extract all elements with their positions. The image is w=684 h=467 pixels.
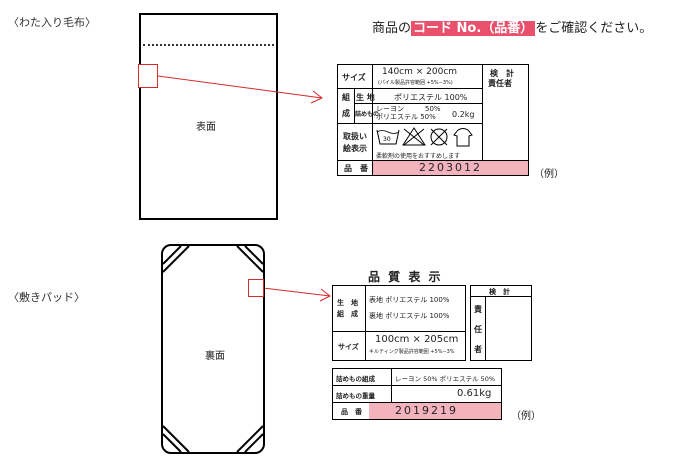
- pad-size-label: サイズ: [338, 343, 359, 351]
- instruction-highlight: コード No.（品番）: [411, 21, 536, 36]
- pad-inspection-box: 検 計 責 任 者: [470, 285, 532, 361]
- top-example-label: （例）: [534, 169, 564, 180]
- quality-tag-title: 品 質 表 示: [368, 270, 443, 284]
- pad-product-no-field: 2019219: [369, 403, 501, 419]
- instruction-text: 商品のコード No.（品番）をご確認ください。: [372, 17, 652, 36]
- size-value: 140cm × 200cm: [382, 67, 458, 77]
- responsible-label: 責任者: [488, 79, 512, 88]
- size-label: サイズ: [342, 73, 366, 82]
- pad-product-no-label: 品 番: [341, 408, 362, 416]
- no-bleach-icon: [402, 127, 426, 146]
- blanket-quality-tag: サイズ 140cm × 200cm (パイル製品許容範囲 +5%−3%) 検 計…: [337, 64, 529, 176]
- product-no-value: 2203012: [419, 161, 482, 174]
- wash-30-icon: 30: [376, 129, 400, 145]
- pad-size-value: 100cm × 205cm: [375, 334, 459, 345]
- blanket-section-label: 〈わた入り毛布〉: [8, 16, 96, 29]
- size-note: (パイル製品許容範囲 +5%−3%): [378, 80, 453, 86]
- back-fabric-value: 裏地 ポリエステル 100%: [369, 312, 450, 320]
- blanket-outline: [139, 13, 278, 220]
- composition-label-1: 組: [342, 93, 350, 102]
- pad-size-note: キルティング製品許容範囲 +5%−3%: [369, 349, 455, 355]
- fabric-value: ポリエステル 100%: [394, 93, 468, 102]
- care-note: 柔軟剤の使用をおすすめします: [376, 153, 461, 160]
- responsible-3: 者: [474, 345, 482, 354]
- front-fabric-value: 表地 ポリエステル 100%: [369, 296, 450, 304]
- pad-composition-label-2: 組 成: [337, 310, 358, 318]
- inspect-label: 検 計: [490, 69, 514, 78]
- care-label-2: 絵表示: [343, 144, 367, 153]
- product-no-label: 品 番: [344, 164, 368, 173]
- pad-face-label: 裏面: [205, 351, 225, 362]
- care-icons: 30: [376, 127, 473, 147]
- pad-section-label: 〈敷きパッド〉: [8, 291, 85, 304]
- filling-weight: 0.2kg: [452, 110, 475, 119]
- responsible-2: 任: [474, 325, 482, 334]
- pad-filling-box: 詰めもの組成 レーヨン 50% ポリエステル 50% 詰めもの重量 0.61kg…: [332, 368, 502, 420]
- care-label-1: 取扱い: [343, 132, 367, 141]
- blanket-dotted-line: [143, 44, 274, 46]
- filling-weight-label: 詰めもの重量: [336, 392, 375, 400]
- pad-outline: [161, 244, 265, 454]
- pad-quality-tag: 生 地 組 成 表地 ポリエステル 100% 裏地 ポリエステル 100% サイ…: [332, 285, 466, 361]
- filling-comp-value: レーヨン 50% ポリエステル 50%: [395, 375, 496, 383]
- filling-value-1: レーヨン 50%: [376, 105, 441, 113]
- bottom-example-label: （例）: [511, 411, 541, 422]
- pad-product-no-value: 2019219: [395, 404, 458, 417]
- responsible-1: 責: [474, 305, 482, 314]
- pad-composition-label-1: 生 地: [337, 299, 358, 307]
- fabric-label: 生 地: [356, 93, 375, 102]
- blanket-tag-marker: [138, 64, 158, 88]
- blanket-face-label: 表面: [196, 122, 216, 133]
- filling-label: 詰めもの: [355, 111, 380, 118]
- filling-comp-label: 詰めもの組成: [336, 375, 375, 383]
- instruction-pre: 商品の: [372, 21, 412, 36]
- svg-text:30: 30: [383, 136, 391, 143]
- filling-value-2: ポリエステル 50%: [376, 113, 436, 121]
- no-dryclean-icon: [430, 128, 448, 146]
- pad-tag-marker: [248, 279, 264, 297]
- hang-dry-icon: [453, 128, 473, 147]
- filling-weight-value: 0.61kg: [457, 388, 492, 399]
- product-no-field: 2203012: [373, 161, 528, 175]
- pad-corner-bands: [162, 245, 264, 453]
- composition-label-2: 成: [342, 109, 350, 118]
- instruction-post: をご確認ください。: [535, 21, 653, 36]
- pad-inspect-label: 検 計: [489, 288, 510, 296]
